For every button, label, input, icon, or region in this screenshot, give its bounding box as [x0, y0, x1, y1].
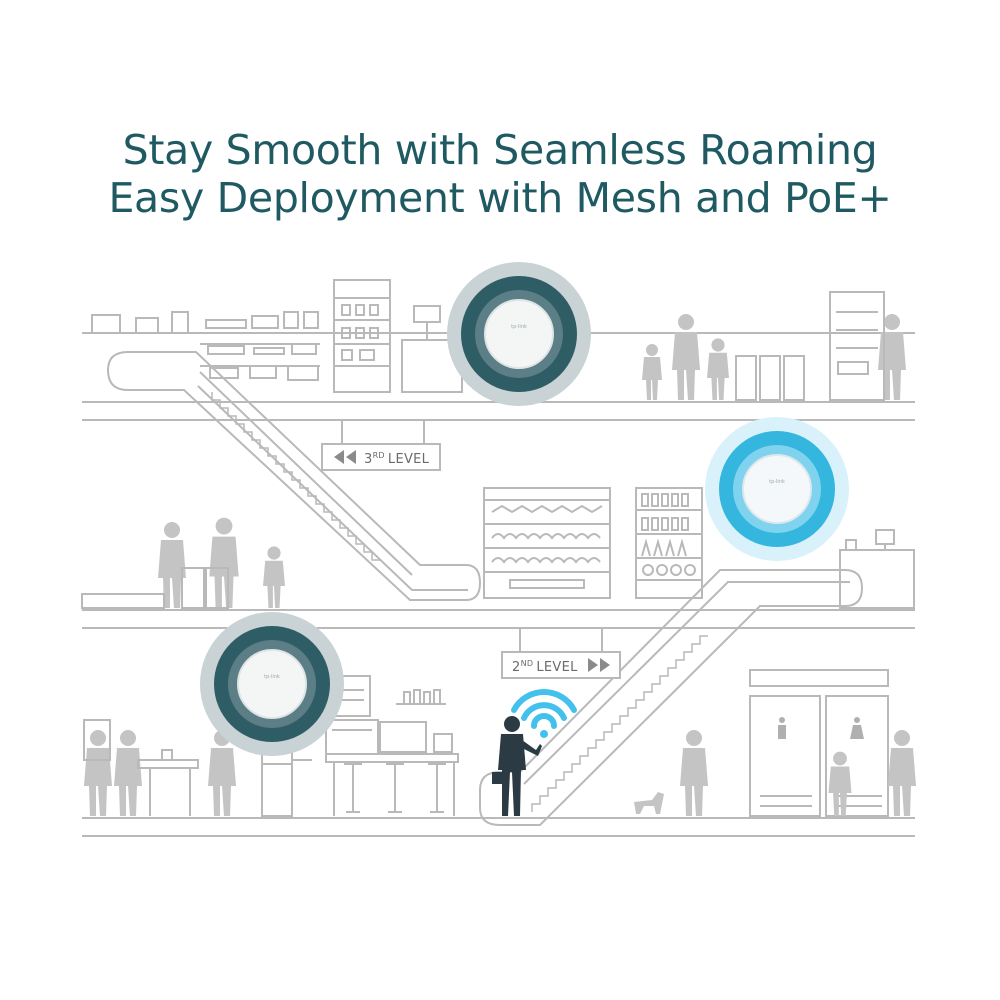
trash-bins	[735, 355, 805, 401]
headline-line-1: Stay Smooth with Seamless Roaming	[122, 126, 878, 174]
vending-machine	[829, 291, 885, 401]
middle-level-bench	[81, 567, 229, 609]
grocery-shelves	[483, 487, 703, 599]
wifi-dot	[540, 730, 548, 738]
double-chevron-left-icon	[334, 450, 356, 464]
access-point-middle: tp-link	[705, 417, 849, 561]
access-point-top: tp-link	[447, 262, 591, 406]
ap-label-top: tp-link	[511, 324, 527, 330]
ap-label-bottom: tp-link	[264, 674, 280, 680]
headline-line-2: Easy Deployment with Mesh and PoE+	[108, 174, 892, 222]
dog	[634, 792, 664, 814]
ground-level-people-left	[84, 730, 236, 816]
sign-3rd-suffix: RD	[373, 451, 385, 460]
escalator-upper	[106, 351, 482, 601]
sign-2nd-ordinal: 2	[512, 660, 521, 675]
escalator-lower	[479, 569, 864, 826]
sign-3rd-ordinal: 3	[364, 452, 373, 467]
access-point-bottom: tp-link	[200, 612, 344, 756]
ground-level-furniture	[83, 719, 312, 817]
ground-level-people-right	[634, 730, 916, 816]
sign-3rd-word: LEVEL	[388, 452, 430, 467]
restroom-female-icon	[850, 717, 864, 739]
ap-label-middle: tp-link	[769, 479, 785, 485]
electronics-store	[91, 311, 320, 381]
restrooms	[749, 669, 889, 817]
restroom-male-icon	[778, 717, 786, 739]
wifi-signal-icon	[511, 689, 577, 729]
sign-2nd-suffix: ND	[521, 659, 534, 668]
double-chevron-right-icon	[588, 658, 610, 672]
middle-level-people	[158, 517, 285, 608]
user-with-phone	[492, 716, 542, 816]
access-point-icon	[484, 299, 554, 369]
sign-2nd-word: LEVEL	[536, 660, 578, 675]
appliance-cabinet	[333, 279, 391, 393]
middle-right-counter	[839, 529, 915, 609]
access-point-icon	[742, 454, 812, 524]
access-point-icon	[237, 649, 307, 719]
cafe	[325, 675, 459, 816]
